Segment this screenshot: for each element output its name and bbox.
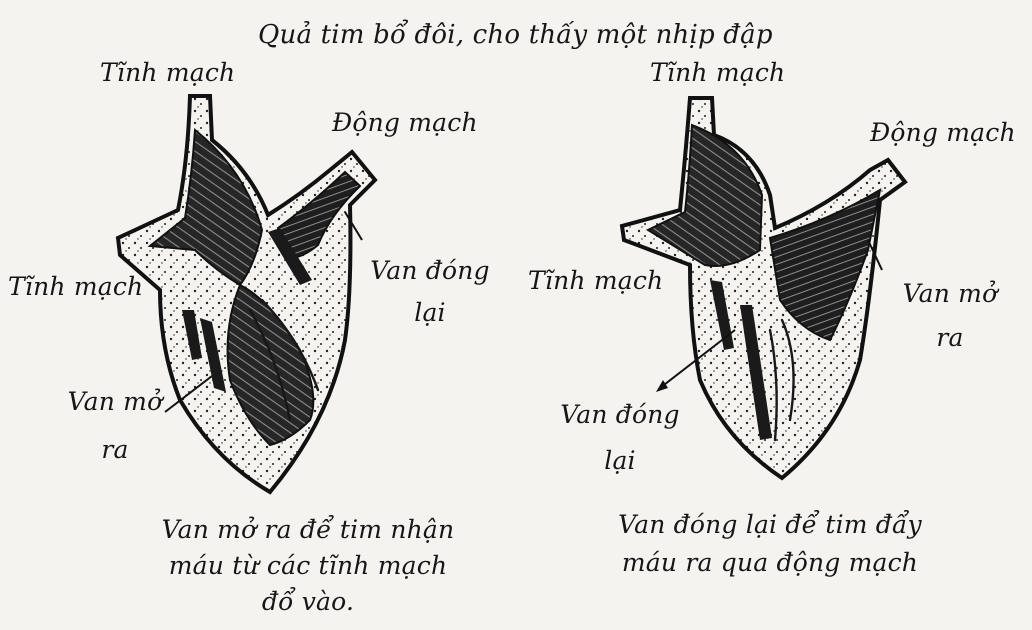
- left-vein-top-label: Tĩnh mạch: [100, 58, 235, 88]
- right-vein-top-label: Tĩnh mạch: [650, 58, 785, 88]
- right-valve-closed-arrowhead: [656, 380, 668, 392]
- left-valve-closed-line-2: lại: [360, 292, 500, 334]
- right-valve-closed-line-2: lại: [540, 438, 700, 484]
- left-valve-open-label: Van mở ra: [40, 378, 190, 474]
- left-caption-line-1: Van mở ra để tim nhận: [128, 512, 488, 548]
- left-caption-line-2: máu từ các tĩnh mạch: [128, 548, 488, 584]
- diagram-title: Quả tim bổ đôi, cho thấy một nhịp đập: [258, 20, 773, 50]
- left-valve-open-line-2: ra: [40, 426, 190, 474]
- right-valve-closed-label: Van đóng lại: [540, 392, 700, 484]
- left-artery-label: Động mạch: [332, 108, 478, 138]
- right-artery-label: Động mạch: [870, 118, 1016, 148]
- right-vein-side-label: Tĩnh mạch: [528, 266, 663, 296]
- left-vein-side-label: Tĩnh mạch: [8, 272, 143, 302]
- right-valve-open-line-2: ra: [880, 316, 1020, 360]
- right-valve-closed-line-1: Van đóng: [540, 392, 700, 438]
- right-caption: Van đóng lại để tim đẩy máu ra qua động …: [580, 506, 960, 582]
- right-caption-line-1: Van đóng lại để tim đẩy: [580, 506, 960, 544]
- right-valve-open-line-1: Van mở: [880, 272, 1020, 316]
- left-caption-line-3: đổ vào.: [128, 584, 488, 620]
- left-caption: Van mở ra để tim nhận máu từ các tĩnh mạ…: [128, 512, 488, 620]
- left-valve-closed-line-1: Van đóng: [360, 250, 500, 292]
- left-valve-open-line-1: Van mở: [40, 378, 190, 426]
- left-valve-closed-label: Van đóng lại: [360, 250, 500, 334]
- right-caption-line-2: máu ra qua động mạch: [580, 544, 960, 582]
- right-valve-open-label: Van mở ra: [880, 272, 1020, 360]
